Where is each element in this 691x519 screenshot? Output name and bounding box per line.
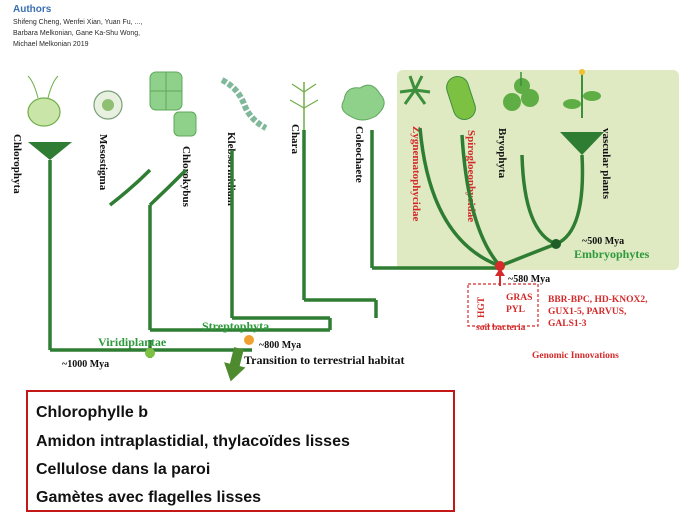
age-label-800: ~800 Mya <box>259 340 301 351</box>
transition-label: Transition to terrestrial habitat <box>244 353 405 367</box>
authors-title: Authors <box>13 4 52 15</box>
tree-branches <box>48 127 585 358</box>
spirogloea-cell-icon <box>446 76 476 120</box>
taxon-label: Mesostigma <box>97 134 109 191</box>
gene-pyl: PYL <box>506 305 525 315</box>
chara-plant-icon <box>289 82 319 130</box>
viridiplantae-node <box>145 348 155 358</box>
coleochaete-thallus-icon <box>341 84 385 121</box>
gene-list-line: GALS1-3 <box>548 319 587 329</box>
clade-label-streptophyta: Streptophyta <box>202 319 269 333</box>
traits-box: Chlorophylle b Amidon intraplastidial, t… <box>26 390 455 512</box>
down-arrow-icon <box>224 347 246 382</box>
author-line: Michael Melkonian 2019 <box>13 41 89 48</box>
gene-list-line: GUX1-5, PARVUS, <box>548 307 627 317</box>
gene-list-line: BBR-BPC, HD-KNOX2, <box>548 295 648 305</box>
chlorophyta-clade-triangle <box>28 142 72 160</box>
age-label-1000: ~1000 Mya <box>62 359 109 370</box>
taxon-label: Bryophyta <box>496 128 508 179</box>
streptophyta-node <box>244 335 254 345</box>
trait-item: Gamètes avec flagelles lisses <box>36 489 262 506</box>
hgt-label: HGT <box>477 296 487 318</box>
hgt-box <box>467 283 539 327</box>
gene-gras: GRAS <box>506 293 532 303</box>
clade-label-embryophytes: Embryophytes <box>574 247 650 261</box>
trait-item: Chlorophylle b <box>36 404 148 421</box>
age-label-500: ~500 Mya <box>582 236 624 247</box>
mesostigma-cell-icon <box>93 90 123 120</box>
trait-item: Cellulose dans la paroi <box>36 461 211 478</box>
chlorokybus-cells-icon <box>149 71 197 137</box>
zygnema-plant-icon <box>399 75 431 105</box>
taxon-label: Coleochaete <box>353 126 365 183</box>
node-580-mya <box>495 261 505 271</box>
klebsormidium-filament-icon <box>220 77 268 131</box>
taxon-label: vascular plants <box>600 128 612 200</box>
author-line: Shifeng Cheng, Wenfei Xian, Yuan Fu, ...… <box>13 19 143 26</box>
trait-item: Amidon intraplastidial, thylacoïdes liss… <box>36 433 350 450</box>
soil-bacteria-label: soil bacteria <box>476 323 526 333</box>
taxon-label: Zygnematophycidae <box>410 126 422 221</box>
taxon-label: Spirogloeophycidae <box>465 130 477 222</box>
taxon-label: Chara <box>289 124 301 154</box>
vascular-plant-icon <box>563 69 601 118</box>
genomic-innovations-label: Genomic Innovations <box>532 351 619 361</box>
bryophyta-plant-icon <box>503 72 539 111</box>
taxon-label: Chlorophyta <box>11 134 23 194</box>
taxon-label: Chlorokybus <box>180 146 192 208</box>
land-plants-background <box>397 70 679 270</box>
clade-label-viridiplantae: Viridiplantae <box>98 335 167 349</box>
chlorophyta-cell-icon <box>27 75 61 127</box>
author-line: Barbara Melkonian, Gane Ka-Shu Wong, <box>13 30 141 37</box>
vascular-clade-triangle <box>560 132 604 155</box>
age-label-580: ~580 Mya <box>508 274 550 285</box>
node-500-mya <box>551 239 561 249</box>
hgt-arrowhead <box>495 268 505 276</box>
